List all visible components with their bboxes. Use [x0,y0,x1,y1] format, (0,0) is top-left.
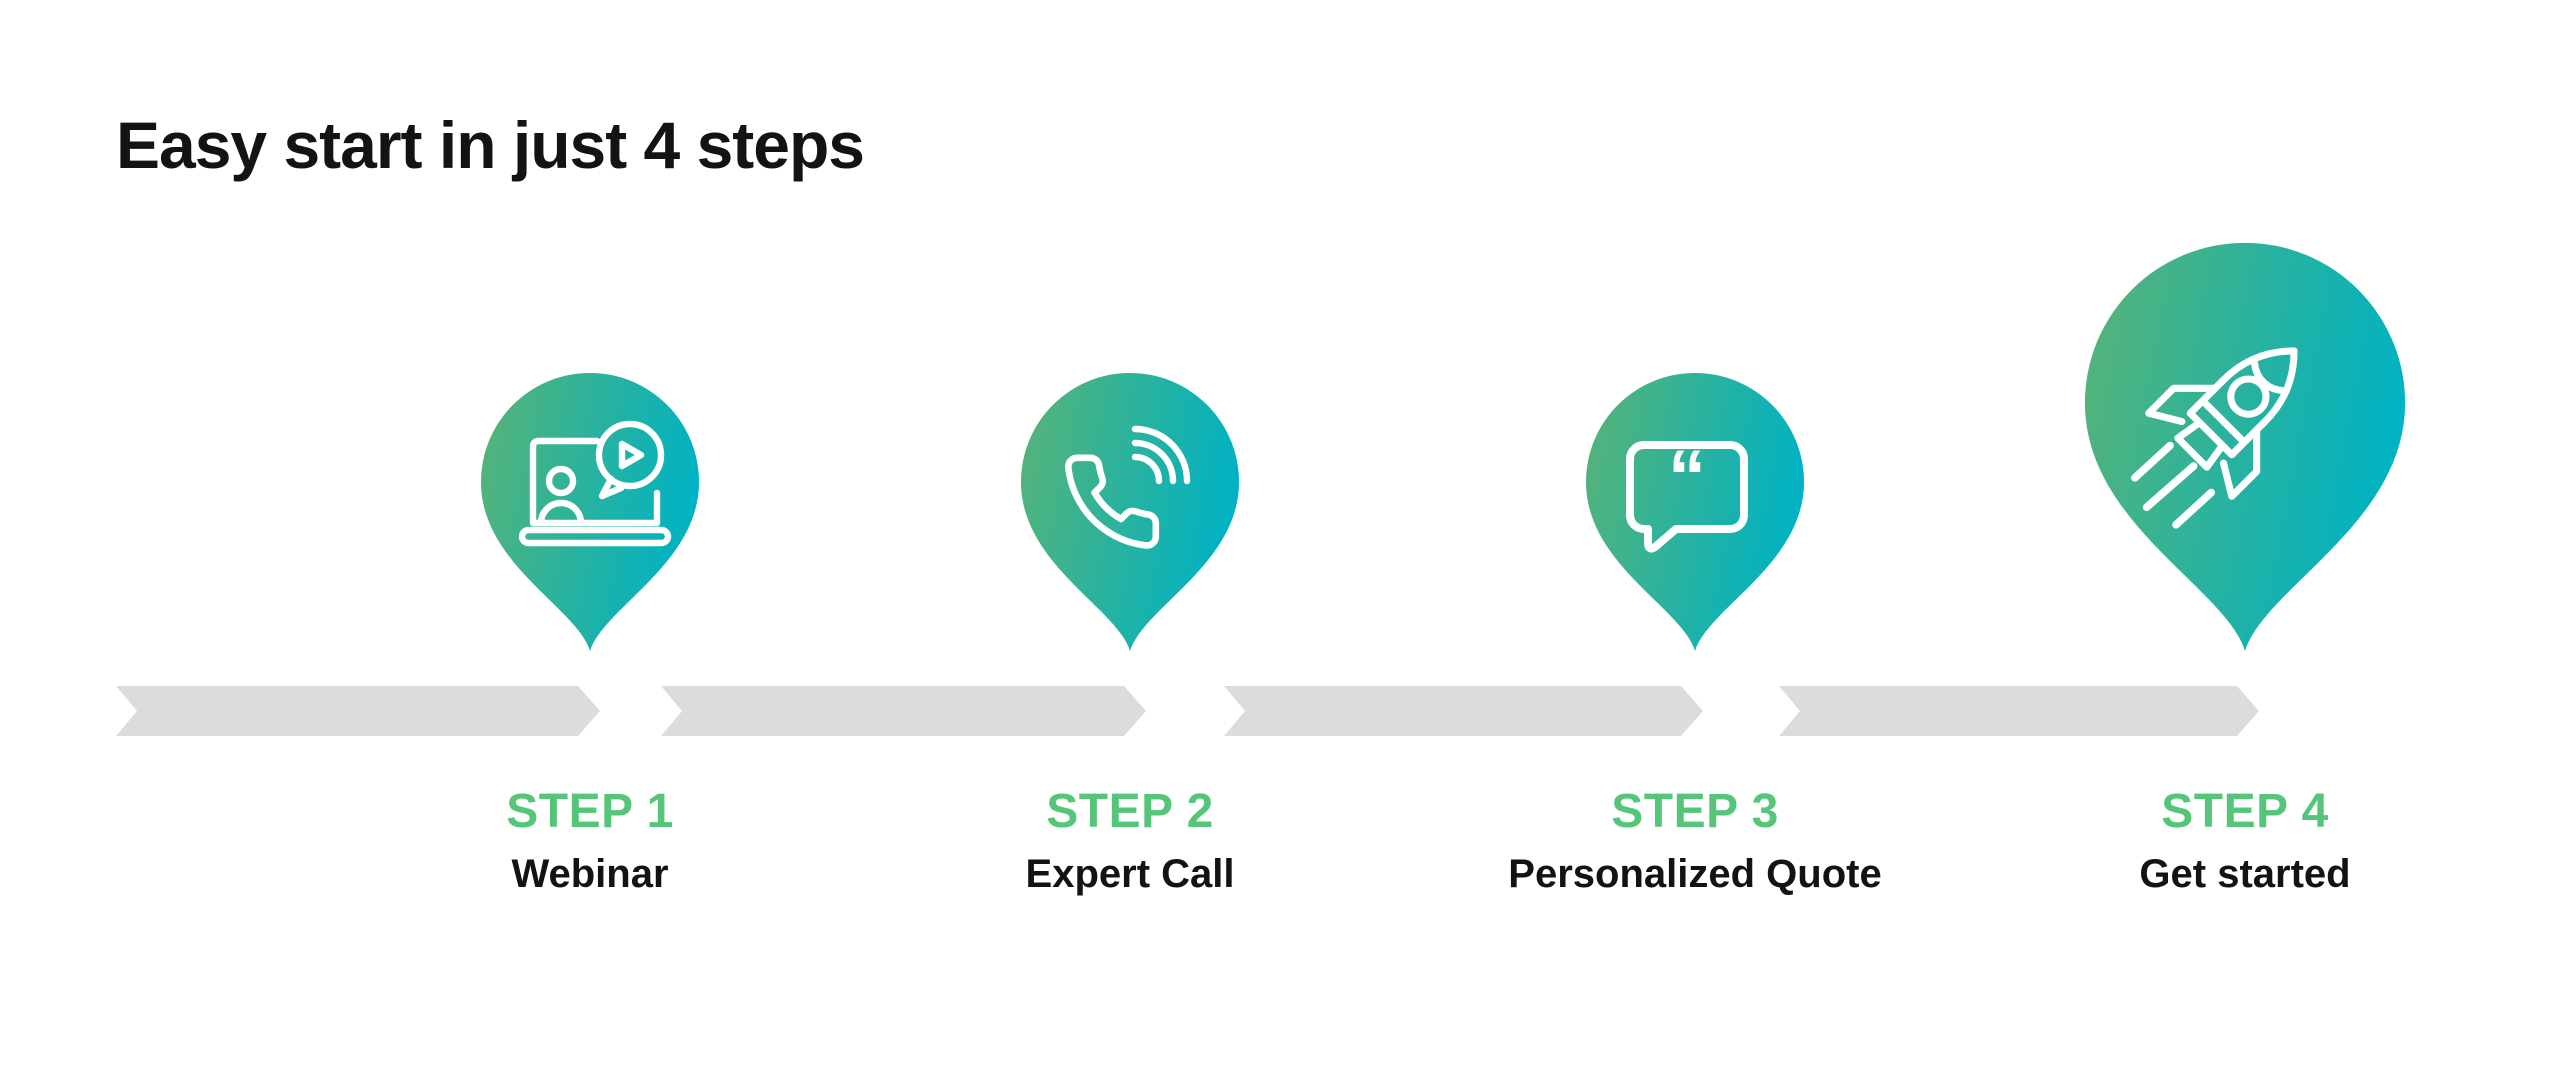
webinar-laptop-video-icon [518,420,672,547]
timeline-arrow-segment-1 [116,686,600,736]
step2-number-label: STEP 2 [1046,785,1214,838]
step2-name-label: Expert Call [1025,852,1235,896]
step4-pin-marker [2084,242,2406,652]
step1-pin-marker [481,372,699,651]
timeline-arrow-segment-4 [1779,686,2259,736]
step4-label-block: STEP 4 Get started [1985,785,2505,896]
step3-number-label: STEP 3 [1611,785,1779,838]
quote-bubble-icon: “ [1626,435,1748,553]
step1-name-label: Webinar [511,852,669,896]
rocket-speed-lines [2131,441,2216,529]
timeline-arrow-segment-3 [1224,686,1703,736]
phone-call-icon [1065,425,1191,549]
step3-label-block: STEP 3 Personalized Quote [1435,785,1955,896]
step2-pin-marker [1021,372,1239,651]
page-title: Easy start in just 4 steps [116,108,865,182]
step3-name-label: Personalized Quote [1508,852,1882,896]
step1-number-label: STEP 1 [506,785,674,838]
quote-glyph: “ [1668,435,1706,520]
step4-number-label: STEP 4 [2161,785,2329,838]
rocket-icon [2131,347,2298,529]
step1-label-block: STEP 1 Webinar [330,785,850,896]
step3-pin-marker: “ [1586,372,1804,651]
step2-label-block: STEP 2 Expert Call [870,785,1390,896]
timeline-arrow-segment-2 [661,686,1146,736]
step4-name-label: Get started [2139,852,2351,896]
